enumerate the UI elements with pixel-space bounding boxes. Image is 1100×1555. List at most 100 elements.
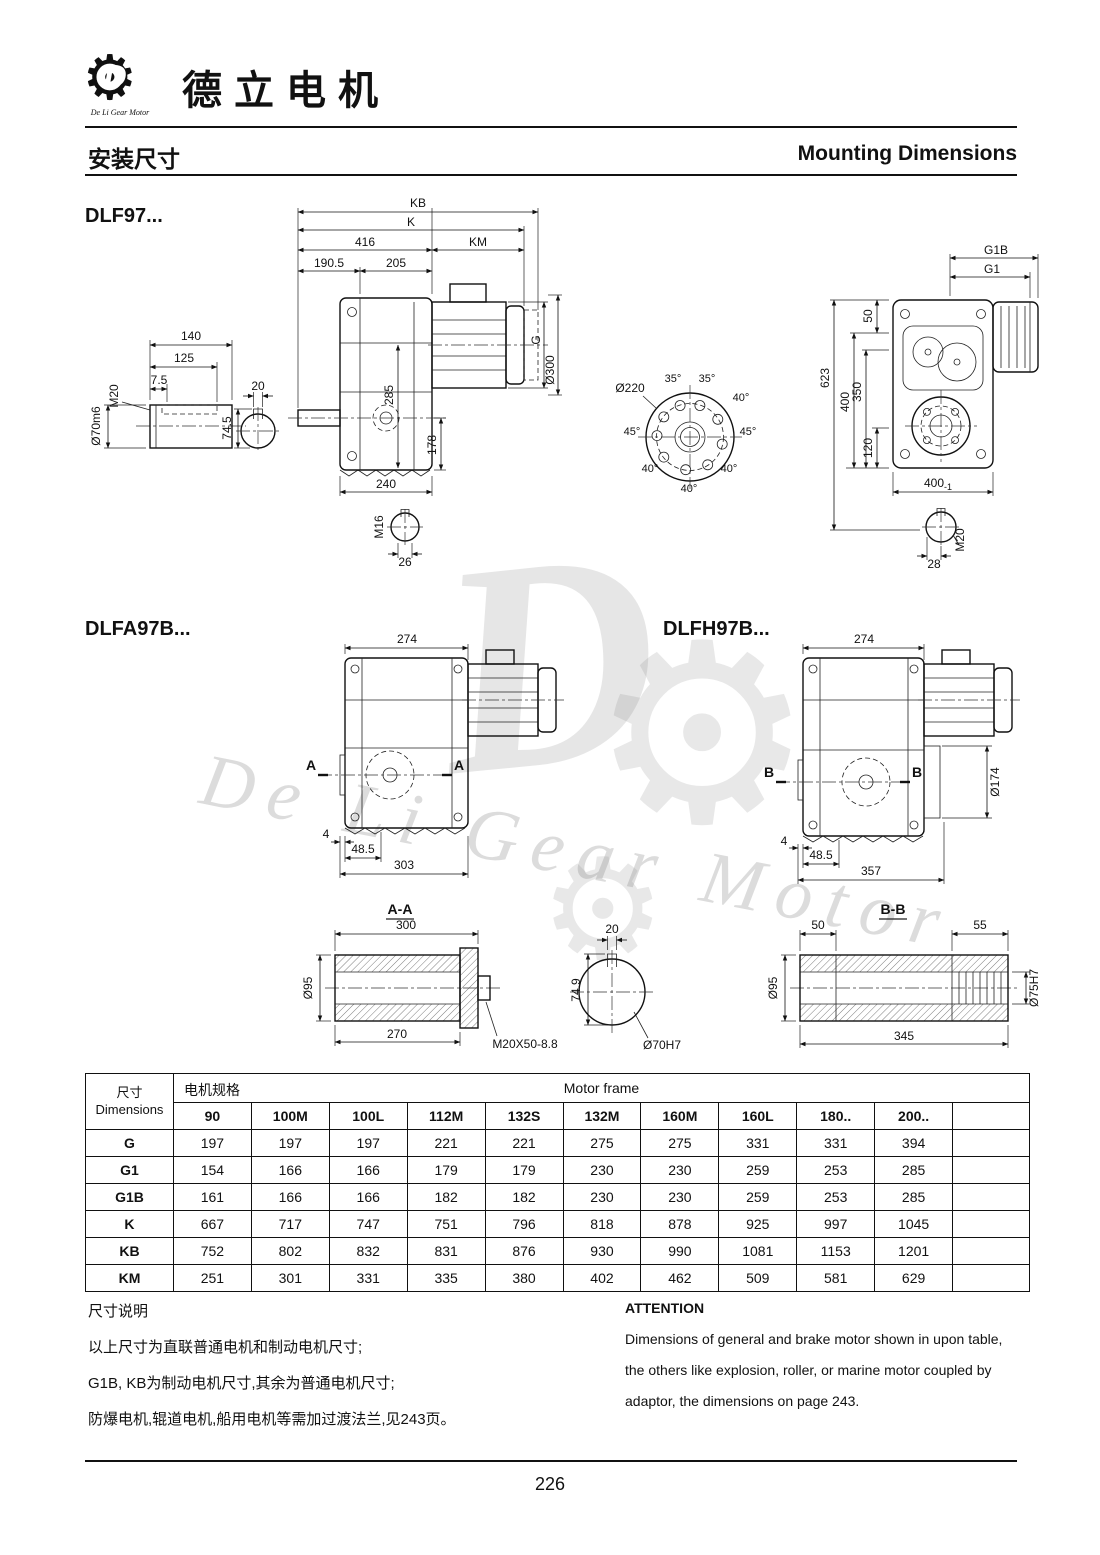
col-header: 100L [328,1102,408,1130]
svg-text:K: K [407,215,415,229]
svg-text:416: 416 [355,235,375,249]
col-header: 180.. [796,1102,876,1130]
svg-text:20: 20 [251,379,265,393]
notes-zh-title: 尺寸说明 [88,1303,149,1320]
motor-frame-label-en: Motor frame [563,1080,640,1096]
svg-text:285: 285 [382,385,396,405]
value-cell: 831 [406,1237,486,1265]
row-label: K [85,1210,174,1238]
value-cell: 275 [562,1129,642,1157]
row-label: KM [85,1264,174,1292]
col-header-empty [952,1102,1030,1130]
value-cell: 878 [640,1210,720,1238]
table-row: G1B 161 166 166 182 182 230 230 259 253 … [85,1183,1030,1211]
svg-text:4: 4 [323,827,330,841]
drawing-dlf97-side-view: KB K 416 KM 190.5 205 G Ø300 285 [288,196,562,569]
svg-text:55: 55 [973,918,987,932]
col-header: 160L [718,1102,798,1130]
value-cell: 930 [562,1237,642,1265]
svg-text:140: 140 [181,329,201,343]
gear-logo-icon: ⚙ [82,44,138,113]
value-cell: 154 [172,1156,252,1184]
model-label-dlfa97b: DLFA97B... [85,618,191,640]
svg-text:74.5: 74.5 [220,416,234,440]
svg-text:A-A: A-A [388,901,413,917]
value-cell: 402 [562,1264,642,1292]
dimensions-table: 尺寸 Dimensions 电机规格 Motor frame 90 100M 1… [85,1073,1031,1292]
svg-text:240: 240 [376,477,396,491]
footer-rule [85,1460,1017,1462]
value-cell: 629 [874,1264,954,1292]
svg-text:50: 50 [811,918,825,932]
svg-text:Ø174: Ø174 [988,767,1002,797]
value-cell: 1081 [718,1237,798,1265]
value-cell: 197 [172,1129,252,1157]
svg-text:270: 270 [387,1027,407,1041]
value-cell: 925 [718,1210,798,1238]
value-cell: 179 [484,1156,564,1184]
value-cell: 747 [328,1210,408,1238]
value-cell: 182 [406,1183,486,1211]
row-label: G1B [85,1183,174,1211]
drawing-dlfh97b-side-view: 274 B B Ø174 4 48.5 357 [764,632,1020,884]
svg-text:74.9: 74.9 [569,978,583,1002]
value-cell: 1201 [874,1237,954,1265]
col-header: 132M [562,1102,642,1130]
svg-text:M20: M20 [953,528,967,552]
drawing-dlfa97b-side-view: 274 A A 4 48.5 303 [306,632,564,878]
value-cell: 166 [328,1183,408,1211]
value-cell: 667 [172,1210,252,1238]
notes-zh-line: 防爆电机,辊道电机,船用电机等需加过渡法兰,见243页。 [88,1411,456,1428]
value-cell: 259 [718,1183,798,1211]
svg-text:Ø95: Ø95 [301,976,315,999]
dimensions-header-en: Dimensions [95,1101,164,1117]
svg-text:M20X50-8.8: M20X50-8.8 [492,1037,558,1051]
svg-text:623: 623 [818,368,832,388]
model-label-dlfh97b: DLFH97B... [663,618,770,640]
value-cell: 876 [484,1237,564,1265]
value-cell-empty [952,1264,1030,1292]
table-row: G1 154 166 166 179 179 230 230 259 253 2… [85,1156,1030,1184]
value-cell: 259 [718,1156,798,1184]
value-cell: 197 [328,1129,408,1157]
value-cell: 462 [640,1264,720,1292]
svg-text:45°: 45° [740,426,757,438]
value-cell: 818 [562,1210,642,1238]
value-cell: 161 [172,1183,252,1211]
svg-text:125: 125 [174,351,194,365]
svg-text:274: 274 [397,632,417,646]
table-row: K 667 717 747 751 796 818 878 925 997 10… [85,1210,1030,1238]
svg-text:190.5: 190.5 [314,256,344,270]
svg-text:40°: 40° [642,463,659,475]
notes-zh: 尺寸说明 以上尺寸为直联普通电机和制动电机尺寸; G1B, KB为制动电机尺寸,… [88,1300,588,1444]
svg-text:7.5: 7.5 [151,373,168,387]
value-cell: 1045 [874,1210,954,1238]
value-cell-empty [952,1156,1030,1184]
logo-letter: D [102,58,127,95]
svg-text:B-B: B-B [881,901,906,917]
drawing-section-bb: B-B 50 55 [766,901,1041,1048]
notes-zh-line: G1B, KB为制动电机尺寸,其余为普通电机尺寸; [88,1375,395,1392]
value-cell: 380 [484,1264,564,1292]
svg-text:345: 345 [894,1029,914,1043]
table-header-row-2: 90 100M 100L 112M 132S 132M 160M 160L 18… [86,1102,1030,1130]
drawing-dlf97-rear-view: G1B G1 50 623 400 350 120 400-1 [818,243,1039,571]
col-header: 160M [640,1102,720,1130]
row-label: G [85,1129,174,1157]
svg-text:20: 20 [605,922,619,936]
brand-title: 德立电机 [182,68,390,113]
value-cell: 253 [796,1183,876,1211]
svg-text:KB: KB [410,196,426,210]
value-cell: 581 [796,1264,876,1292]
value-cell: 331 [328,1264,408,1292]
svg-text:G: G [529,335,543,344]
technical-drawings: 140 125 7.5 M20 Ø70m6 20 [89,196,1041,1052]
motor-frame-header-cell: 电机规格 Motor frame [172,1073,1031,1103]
value-cell: 331 [796,1129,876,1157]
model-label-dlf97: DLF97... [85,205,163,227]
svg-text:400: 400 [838,392,852,412]
value-cell: 796 [484,1210,564,1238]
brand-logo: ⚙ D De Li Gear Motor [78,48,158,120]
svg-text:Ø220: Ø220 [615,381,645,395]
